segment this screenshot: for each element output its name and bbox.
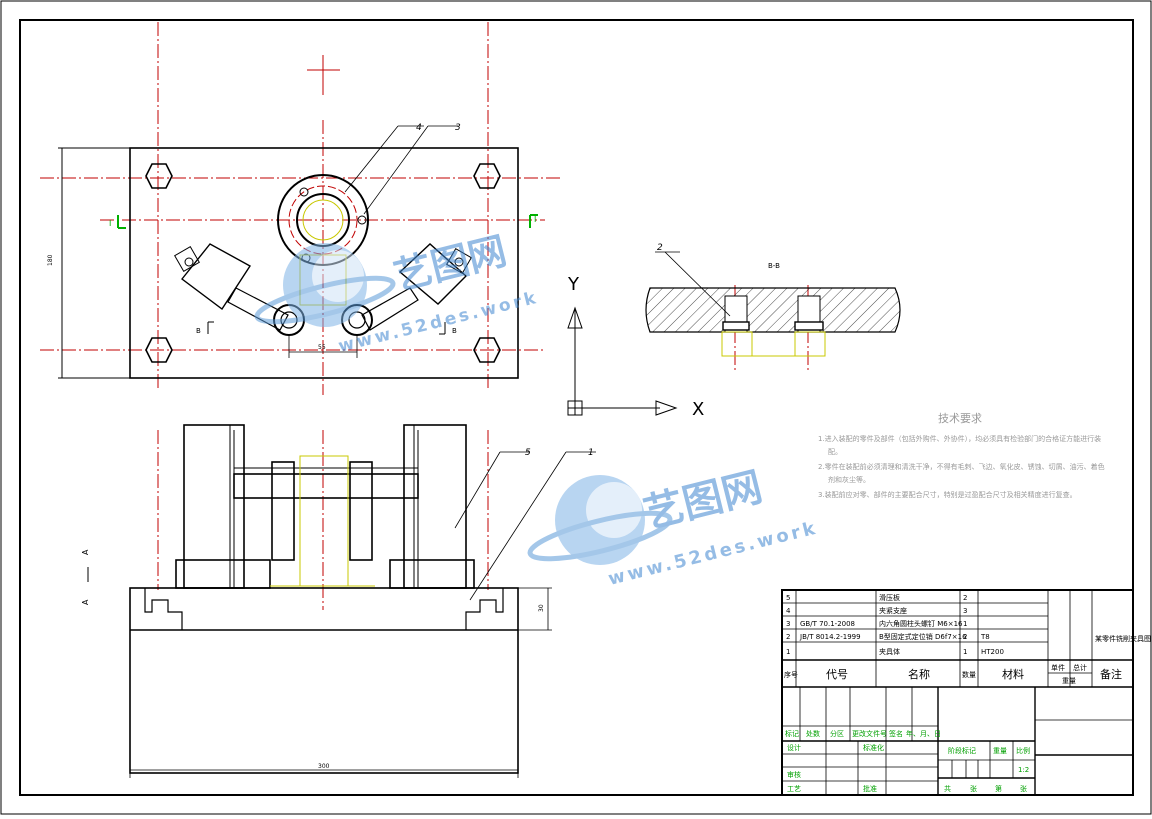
bom-row-2-qty: 3: [963, 607, 967, 615]
title-block-labels: 标记 处数 分区 更改文件号 签名 年、月、日 设计 标准化 审核 工艺 批准 …: [785, 729, 1030, 793]
bom-header-material: 材料: [1002, 667, 1024, 681]
tb-review: 审核: [787, 770, 801, 779]
tb-scale: 比例: [1016, 746, 1030, 755]
bom-row-4-qty: 2: [963, 633, 967, 641]
bom-header-code: 代号: [826, 668, 848, 681]
section-a-top: A: [81, 549, 90, 555]
watermark-brand-bottom: 艺图网: [639, 464, 767, 538]
bom-header-qty: 数量: [962, 670, 976, 679]
tb-date: 年、月、日: [906, 729, 941, 738]
bom-row-4-code: JB/T 8014.2-1999: [799, 633, 861, 641]
tb-zone: 分区: [830, 729, 844, 738]
section-bb-view: [645, 251, 901, 357]
bom-table: 5 滑压板 2 4 夹紧支座 3 3 GB/T 70.1-2008 内六角圆柱头…: [784, 593, 1151, 685]
bom-row-4-no: 2: [786, 633, 790, 641]
tb-weight: 重量: [993, 747, 1007, 755]
balloon-3: 3: [455, 123, 461, 133]
bom-header-remark: 备注: [1100, 667, 1122, 681]
section-b-left-label: B: [196, 327, 201, 335]
tb-count: 处数: [806, 729, 820, 738]
tech-req-line-2: 配。: [828, 448, 842, 456]
dim-height-total: 180: [47, 254, 54, 266]
bom-header-unit: 单件: [1051, 663, 1065, 672]
tb-process: 工艺: [787, 785, 801, 793]
bom-row-2-no: 4: [786, 607, 791, 615]
tb-stage-mark: 阶段标记: [948, 746, 976, 755]
drawing-title: 某零件铣削夹具图: [1095, 634, 1151, 643]
section-marker-left: [117, 215, 126, 229]
tech-req-line-4: 剂和灰尘等。: [828, 475, 870, 484]
bom-header-weight: 重量: [1062, 677, 1076, 685]
balloon-5: 5: [525, 448, 531, 458]
watermark-brand-top: 艺图网: [390, 228, 511, 298]
section-bb-title: B-B: [768, 262, 780, 270]
origin-cross: [307, 55, 340, 95]
tb-sheet-word2: 张: [1020, 784, 1027, 793]
bom-header-no: 序号: [784, 670, 798, 679]
watermark-bottom: 艺图网 www.52des.work: [527, 464, 820, 590]
bom-row-5-no: 1: [786, 648, 790, 656]
tb-mark: 标记: [785, 729, 799, 738]
bom-row-1-qty: 2: [963, 594, 967, 602]
dim-lines-front: [129, 587, 552, 778]
tb-design: 设计: [787, 743, 801, 752]
tb-approve: 批准: [863, 784, 877, 793]
title-block: [781, 589, 1134, 796]
ucs-icon: [567, 306, 678, 416]
front-view: [129, 424, 519, 774]
bom-row-3-qty: 1: [963, 620, 967, 628]
bom-row-4-name: B型固定式定位销 D6f7×16: [879, 632, 967, 641]
bom-header-total: 总计: [1073, 663, 1087, 672]
bom-row-5-name: 夹具体: [879, 647, 900, 656]
bom-row-1-name: 滑压板: [879, 593, 900, 602]
dim-center-span: 55: [318, 344, 326, 351]
bom-row-4-material: T8: [980, 633, 990, 641]
tb-sheet-no: 第: [995, 784, 1002, 793]
tech-req-line-1: 1.进入装配的零件及部件（包括外购件、外协件），均必须具有检验部门的合格证方能进…: [818, 434, 1101, 443]
balloon-1: 1: [588, 448, 594, 458]
section-label-left: I: [109, 219, 111, 228]
bom-row-3-no: 3: [786, 620, 790, 628]
section-label-right: I: [534, 215, 536, 224]
section-marker-right: [529, 214, 538, 228]
bom-row-2-name: 夹紧支座: [879, 606, 907, 615]
bom-row-5-material: HT200: [981, 648, 1004, 656]
top-view: [58, 147, 519, 379]
watermark-top: 艺图网 www.52des.work: [254, 228, 541, 357]
section-a-bottom: A: [81, 599, 90, 605]
tb-docno: 更改文件号: [852, 729, 887, 738]
dim-lines-top: [288, 335, 358, 358]
tech-requirements: 技术要求 1.进入装配的零件及部件（包括外购件、外协件），均必须具有检验部门的合…: [818, 412, 1105, 499]
tech-req-line-3: 2.零件在装配前必须清理和清洗干净，不得有毛刺、飞边、氧化皮、锈蚀、切屑、油污、…: [818, 462, 1105, 471]
balloon-4: 4: [416, 123, 422, 133]
bom-row-3-name: 内六角圆柱头螺钉 M6×16: [879, 619, 963, 628]
tb-sheets-total: 共: [944, 784, 951, 793]
section-b-markers: [207, 321, 446, 335]
axis-y-label: Y: [567, 274, 580, 295]
leader-lines-front: [454, 451, 596, 601]
bom-row-1-no: 5: [786, 594, 790, 602]
section-b-right-label: B: [452, 327, 457, 335]
tb-sign: 签名: [889, 729, 903, 738]
tb-sheet-word: 张: [970, 784, 977, 793]
bom-row-3-code: GB/T 70.1-2008: [800, 620, 855, 628]
tb-standardize: 标准化: [863, 743, 884, 752]
watermark-url-top: www.52des.work: [336, 288, 540, 357]
balloon-2: 2: [657, 243, 663, 253]
watermark-globe-icon: [254, 243, 396, 327]
watermark-globe-icon-2: [527, 475, 673, 565]
tech-req-line-5: 3.装配前应对零、部件的主要配合尺寸，特别是过盈配合尺寸及相关精度进行复查。: [818, 490, 1077, 499]
dim-base-height: 30: [538, 604, 545, 612]
bom-header-name: 名称: [908, 667, 930, 681]
inner-border: [19, 19, 1134, 796]
dim-width-total: 300: [318, 763, 330, 770]
tb-scale-value: 1:2: [1018, 766, 1029, 774]
tech-req-title: 技术要求: [938, 412, 982, 425]
axis-x-label: X: [692, 399, 704, 420]
bom-row-5-qty: 1: [963, 648, 967, 656]
leader-lines-top: [344, 125, 458, 215]
